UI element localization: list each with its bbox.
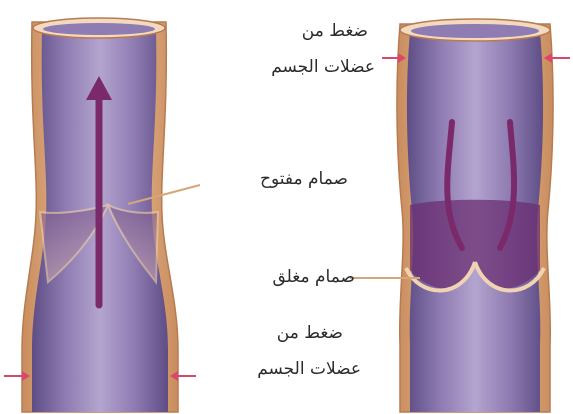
pressure-label-top-line1: ضغط من [302,20,368,42]
right-vein [382,19,570,412]
left-vein-top-opening [43,23,155,35]
right-vein-top-opening [411,24,539,38]
open-valve-label: صمام مفتوح [260,168,348,190]
left-vein [4,18,196,412]
pressure-label-top-line2: عضلات الجسم [271,56,375,78]
pressure-label-bottom-line2: عضلات الجسم [257,358,361,380]
pressure-label-bottom-line1: ضغط من [277,322,343,344]
closed-valve-label: صمام مغلق [273,266,356,288]
